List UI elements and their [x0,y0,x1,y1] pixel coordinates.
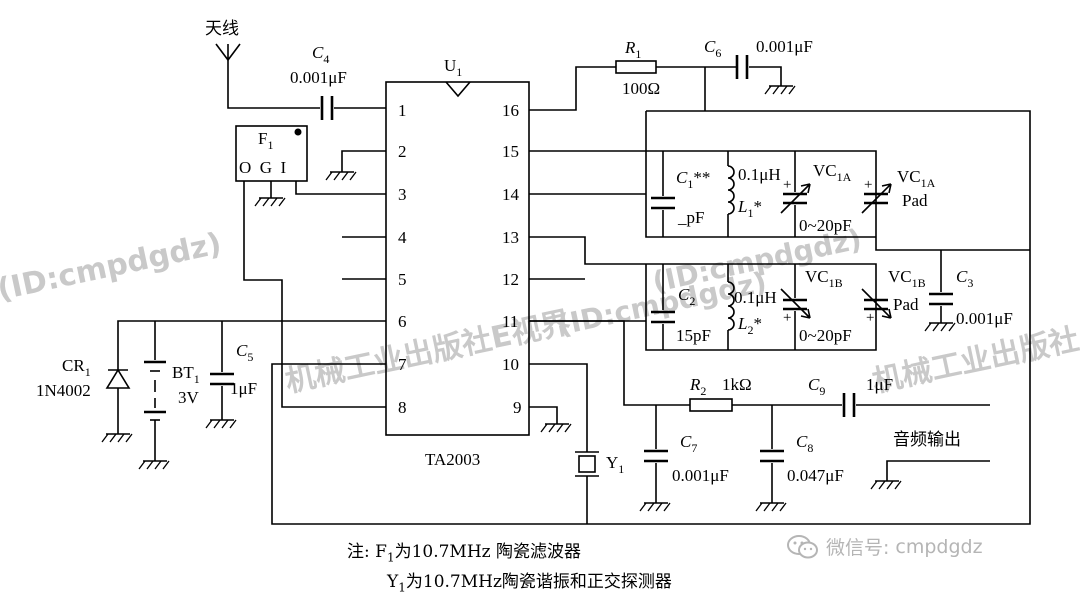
r2-label: R2 [689,375,706,398]
antenna: 天线 [205,19,320,109]
f1-label: F1 [258,129,273,152]
ceramic-filter-f1: F1 O G I [235,125,386,408]
tank-upper: C1** _pF 0.1μH L1* + VC1A 0~20pF + VC1A … [529,111,1030,251]
watermark-id-left: (ID:cmpdgdz) [0,226,225,308]
vc1a-pad-text: Pad [902,191,928,210]
vc1a-range: 0~20pF [799,216,852,235]
vc1b-pad-text: Pad [893,295,919,314]
bt1-value: 3V [178,388,200,407]
watermark-publisher: 机械工业出版社E视界 [282,305,573,400]
pin-number: 1 [398,101,407,120]
pin-number: 3 [398,185,407,204]
cr1-part: 1N4002 [36,381,91,400]
vc1a-plus: + [783,177,791,193]
l1-label: L1* [737,197,762,220]
c3-value: 0.001μF [956,309,1013,328]
r2-value: 1kΩ [722,375,752,394]
note2-text: 为10.7MHz陶瓷谐振和正交探测器 [405,572,672,593]
c6-value: 0.001μF [756,37,813,56]
pin-number: 8 [398,398,407,417]
vc1a-pad-label: VC1A [897,167,936,190]
l2-label: L2* [737,314,762,337]
pin-number: 6 [398,312,407,331]
ic-u1: U1 TA2003 1 2 3 4 5 6 7 8 16 15 14 13 12… [385,56,530,469]
ic-u1-label: U1 [444,56,462,79]
l2-value: 0.1μH [734,288,777,307]
pin-number: 10 [502,355,519,374]
pin-number: 16 [502,101,519,120]
c4-label: C4 [312,43,329,66]
pin2-ground [325,150,386,181]
wechat-prefix: 微信号: [826,537,890,559]
pin-number: 11 [502,312,518,331]
l1-value: 0.1μH [738,165,781,184]
note-line-1: 注: F1为10.7MHz 陶瓷滤波器 [347,540,672,570]
vc1b-range: 0~20pF [799,326,852,345]
capacitor-c4: C4 0.001μF [290,43,386,120]
power-section: CR1 1N4002 BT1 3V C5 1μF [36,320,386,470]
c9-value: 1μF [866,375,893,394]
y1-label: Y1 [606,453,624,476]
right-pin-numbers: 16 15 14 13 12 11 10 9 [502,101,522,417]
bt1-label: BT1 [172,363,200,386]
pin-number: 12 [502,270,519,289]
vc1b-pad-label: VC1B [888,267,926,290]
vc1a-pad-plus: + [864,177,872,193]
c2-value: 15pF [676,326,711,345]
c3-label: C3 [956,267,973,290]
c4-value: 0.001μF [290,68,347,87]
pin-number: 15 [502,142,519,161]
c8-label: C8 [796,432,813,455]
watermark-publisher-right: 机械工业出版社 [869,322,1080,400]
capacitor-c6: C6 0.001μF [704,37,813,95]
f1-pins: O G I [239,158,287,177]
vc1b-pad-plus: + [866,310,874,326]
audio-output-label: 音频输出 [893,430,961,449]
note1-sub: 1 [386,550,395,565]
wechat-icon [787,534,818,558]
note2-prefix: Y [387,572,399,593]
pin-number: 4 [398,228,407,247]
resonator-y1: Y1 [529,363,624,524]
c1-value: _pF [677,208,704,227]
audio-output-section: R2 1kΩ C9 1μF 音频输出 C7 0.001μF C8 0.047μF [529,320,990,512]
left-pin-numbers: 1 2 3 4 5 6 7 8 [398,101,407,417]
pin7-bus [271,110,1031,525]
c7-value: 0.001μF [672,466,729,485]
c9-label: C9 [808,375,825,398]
c1-label: C1** [676,168,710,191]
note1-prefix: 注: F [347,542,387,562]
c2-label: C2 [678,285,695,308]
c7-label: C7 [680,432,697,455]
wechat-watermark: 微信号:cmpdgdz [786,533,983,560]
r1-value: 100Ω [622,79,660,98]
pin9-ground [529,406,572,433]
wechat-id: cmpdgdz [895,535,983,558]
cr1-label: CR1 [62,356,91,379]
c8-value: 0.047μF [787,466,844,485]
ic-part-number: TA2003 [425,450,480,469]
pin-number: 2 [398,142,407,161]
pin-number: 13 [502,228,519,247]
c5-value: 1μF [230,379,257,398]
pin-number: 9 [513,398,522,417]
antenna-label: 天线 [205,19,239,38]
tank-lower: C2 15pF 0.1μH L2* + VC1B 0~20pF + VC1B P… [529,236,1013,351]
pin-number: 14 [502,185,520,204]
vc1a-label: VC1A [813,161,852,184]
pin-number: 5 [398,270,407,289]
vc1b-plus: + [783,310,791,326]
r1-label: R1 [624,38,641,61]
note1-text: 为10.7MHz 陶瓷滤波器 [394,542,582,562]
vc1b-label: VC1B [805,267,843,290]
c5-label: C5 [236,341,253,364]
resistor-r1: R1 100Ω [529,38,736,111]
figure-notes: 注: F1为10.7MHz 陶瓷滤波器 Y1为10.7MHz陶瓷谐振和正交探测器 [347,540,672,601]
c6-label: C6 [704,37,721,60]
pin-number: 7 [398,355,407,374]
note2-sub: 1 [398,580,406,595]
note-line-2: Y1为10.7MHz陶瓷谐振和正交探测器 [347,570,672,600]
